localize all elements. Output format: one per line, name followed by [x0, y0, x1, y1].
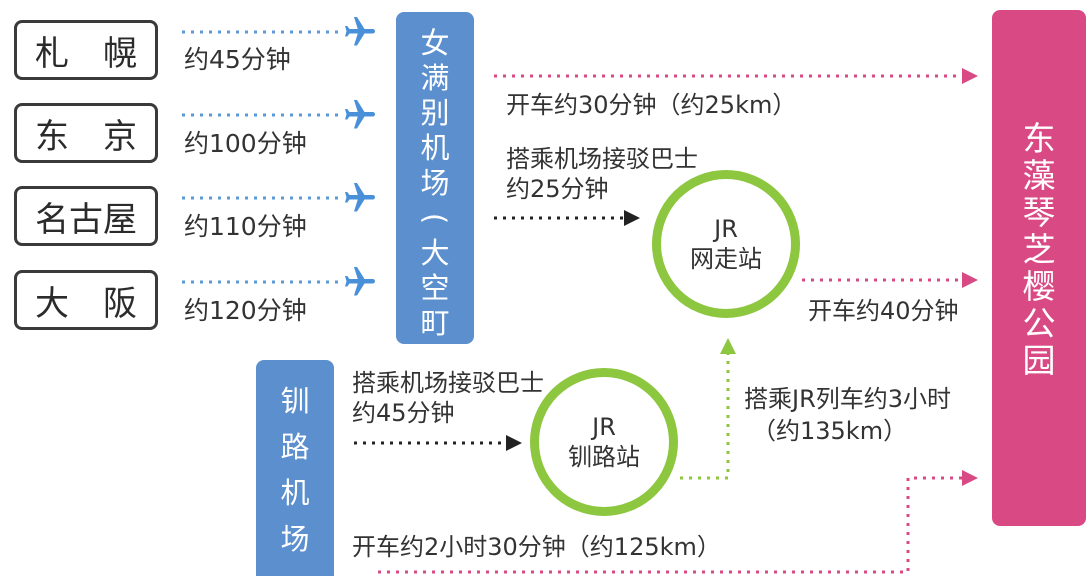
airport-char: 场: [420, 166, 450, 200]
city-box-osaka: 大 阪: [14, 270, 158, 330]
connector-jr-train: [680, 354, 730, 480]
destination-char: 东: [1022, 119, 1056, 158]
airport-char: 满: [420, 61, 450, 95]
city-char: 幌: [103, 33, 137, 74]
route-jr-train-line2: （约135km）: [752, 417, 908, 445]
route-memanbetsu-bus-line2: 约25分钟: [506, 175, 609, 203]
flight-time-nagoya: 约110分钟: [184, 212, 307, 241]
kushiro-airport-bar: 钏 路 机 场: [256, 360, 334, 576]
destination-char: 樱: [1022, 267, 1056, 306]
station-line1: JR: [714, 215, 738, 243]
city-char: 京: [103, 116, 137, 157]
city-char: 东: [35, 116, 69, 157]
flight-time-osaka: 约120分钟: [184, 296, 307, 325]
airport-char: 空: [420, 271, 450, 305]
destination-bar: 东 藻 琴 芝 樱 公 园: [992, 10, 1086, 526]
destination-char: 公: [1022, 304, 1056, 343]
plane-icon: [345, 267, 375, 296]
airport-char: 钏: [280, 384, 310, 418]
airport-char: 机: [280, 476, 310, 510]
arrow-memanbetsu-bus: [624, 210, 640, 226]
memanbetsu-airport-bar: 女 满 别 机 场 ( 大 空 町 ): [396, 12, 474, 364]
city-char: 札: [35, 33, 69, 74]
route-abashiri-drive: 开车约40分钟: [808, 297, 959, 325]
airport-char: 女: [420, 26, 450, 60]
destination-char: 芝: [1022, 230, 1056, 269]
plane-icon: [345, 17, 375, 46]
flight-time-tokyo: 约100分钟: [184, 129, 307, 158]
airport-char: 场: [280, 522, 310, 556]
arrow-jr-train: [720, 338, 736, 354]
airport-char: 路: [280, 430, 310, 464]
station-kushiro: JR 钏路站: [530, 368, 678, 516]
airport-char: 别: [420, 96, 450, 130]
airport-char: ): [418, 352, 453, 365]
arrow-kushiro-drive: [962, 470, 978, 486]
city-char: 阪: [103, 283, 137, 324]
destination-char: 园: [1022, 341, 1056, 380]
city-char: 大: [35, 283, 69, 324]
route-kushiro-bus-line1: 搭乘机场接驳巴士: [352, 369, 544, 397]
route-memanbetsu-bus-line1: 搭乘机场接驳巴士: [506, 145, 698, 173]
airport-char: (: [418, 212, 453, 225]
arrow-kushiro-bus: [506, 435, 522, 451]
city-box-sapporo: 札 幌: [14, 20, 158, 80]
destination-char: 藻: [1022, 156, 1056, 195]
city-box-tokyo: 东 京: [14, 103, 158, 163]
destination-char: 琴: [1022, 193, 1056, 232]
route-kushiro-bus-line2: 约45分钟: [352, 399, 455, 427]
station-abashiri: JR 网走站: [652, 170, 800, 318]
arrow-abashiri-drive: [962, 272, 978, 288]
plane-icon: [345, 183, 375, 212]
route-jr-train-line1: 搭乘JR列车约3小时: [744, 385, 952, 413]
route-memanbetsu-drive: 开车约30分钟（约25km）: [506, 91, 797, 119]
arrow-memanbetsu-drive: [962, 68, 978, 84]
route-kushiro-drive: 开车约2小时30分钟（约125km）: [352, 533, 721, 561]
flight-time-sapporo: 约45分钟: [184, 45, 291, 74]
airport-char: 机: [420, 131, 450, 165]
airport-char: 大: [420, 236, 450, 270]
airport-char: 町: [420, 306, 450, 340]
station-line1: JR: [592, 413, 616, 441]
connector-kushiro-drive: [378, 476, 962, 574]
city-name: 名古屋: [35, 199, 137, 240]
plane-icon: [345, 100, 375, 129]
station-line2: 网走站: [690, 245, 762, 273]
city-box-nagoya: 名古屋: [14, 186, 158, 246]
station-line2: 钏路站: [568, 443, 640, 471]
